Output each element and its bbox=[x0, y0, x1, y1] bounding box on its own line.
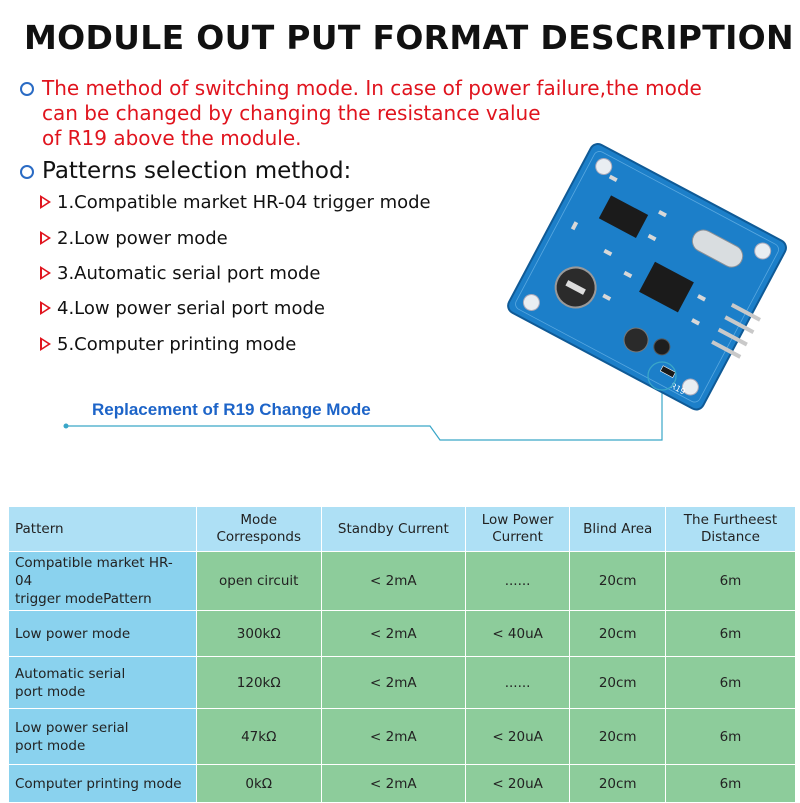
header-cell: Blind Area bbox=[569, 506, 666, 552]
mode-label: 1.Compatible market HR-04 trigger mode bbox=[57, 192, 431, 213]
mode-item: 4.Low power serial port mode bbox=[40, 298, 325, 319]
standby-cell: < 2mA bbox=[320, 610, 466, 657]
patterns-heading: Patterns selection method: bbox=[42, 158, 352, 184]
mode-cell: 120kΩ bbox=[195, 656, 322, 709]
triangle-bullet-icon bbox=[40, 266, 51, 280]
standby-cell: < 2mA bbox=[320, 551, 466, 611]
ultrasonic-module-board-image: R19 bbox=[507, 143, 787, 411]
table-row: Computer printing mode 0kΩ < 2mA < 20uA … bbox=[8, 764, 797, 803]
blind-area-cell: 20cm bbox=[569, 610, 666, 657]
header-cell: Standby Current bbox=[320, 506, 466, 552]
distance-cell: 6m bbox=[664, 656, 797, 709]
page-title: MODULE OUT PUT FORMAT DESCRIPTION bbox=[24, 18, 794, 57]
blind-area-cell: 20cm bbox=[569, 764, 666, 803]
callout-label: Replacement of R19 Change Mode bbox=[92, 400, 371, 419]
pattern-cell: Computer printing mode bbox=[8, 764, 197, 803]
mode-cell: 0kΩ bbox=[195, 764, 322, 803]
table-row: Low power mode 300kΩ < 2mA < 40uA 20cm 6… bbox=[8, 610, 797, 657]
distance-cell: 6m bbox=[664, 764, 797, 803]
mode-item: 5.Computer printing mode bbox=[40, 334, 296, 355]
mode-label: 4.Low power serial port mode bbox=[57, 298, 325, 319]
standby-cell: < 2mA bbox=[320, 708, 466, 765]
distance-cell: 6m bbox=[664, 551, 797, 611]
header-cell: Pattern bbox=[8, 506, 197, 552]
triangle-bullet-icon bbox=[40, 195, 51, 209]
leader-dot bbox=[63, 423, 69, 429]
mode-item: 1.Compatible market HR-04 trigger mode bbox=[40, 192, 431, 213]
circle-bullet-icon bbox=[20, 165, 34, 179]
note-line: The method of switching mode. In case of… bbox=[42, 76, 702, 100]
low-power-cell: ...... bbox=[464, 656, 571, 709]
triangle-bullet-icon bbox=[40, 337, 51, 351]
distance-cell: 6m bbox=[664, 708, 797, 765]
distance-cell: 6m bbox=[664, 610, 797, 657]
mode-label: 3.Automatic serial port mode bbox=[57, 263, 321, 284]
r19-highlight-ring bbox=[647, 361, 677, 391]
pattern-cell: Low power mode bbox=[8, 610, 197, 657]
mode-cell: 47kΩ bbox=[195, 708, 322, 765]
note-line: of R19 above the module. bbox=[42, 126, 302, 150]
blind-area-cell: 20cm bbox=[569, 551, 666, 611]
blind-area-cell: 20cm bbox=[569, 708, 666, 765]
low-power-cell: < 40uA bbox=[464, 610, 571, 657]
mode-label: 5.Computer printing mode bbox=[57, 334, 297, 355]
low-power-cell: < 20uA bbox=[464, 708, 571, 765]
mode-label: 2.Low power mode bbox=[57, 228, 228, 249]
note-line: can be changed by changing the resistanc… bbox=[42, 101, 541, 125]
mode-cell: 300kΩ bbox=[195, 610, 322, 657]
standby-cell: < 2mA bbox=[320, 764, 466, 803]
blind-area-cell: 20cm bbox=[569, 656, 666, 709]
triangle-bullet-icon bbox=[40, 301, 51, 315]
mode-switch-note: The method of switching mode. In case of… bbox=[42, 76, 782, 151]
circle-bullet-icon bbox=[20, 82, 34, 96]
standby-cell: < 2mA bbox=[320, 656, 466, 709]
triangle-bullet-icon bbox=[40, 231, 51, 245]
mode-item: 2.Low power mode bbox=[40, 228, 228, 249]
low-power-cell: < 20uA bbox=[464, 764, 571, 803]
low-power-cell: ...... bbox=[464, 551, 571, 611]
mode-cell: open circuit bbox=[195, 551, 322, 611]
mode-item: 3.Automatic serial port mode bbox=[40, 263, 320, 284]
